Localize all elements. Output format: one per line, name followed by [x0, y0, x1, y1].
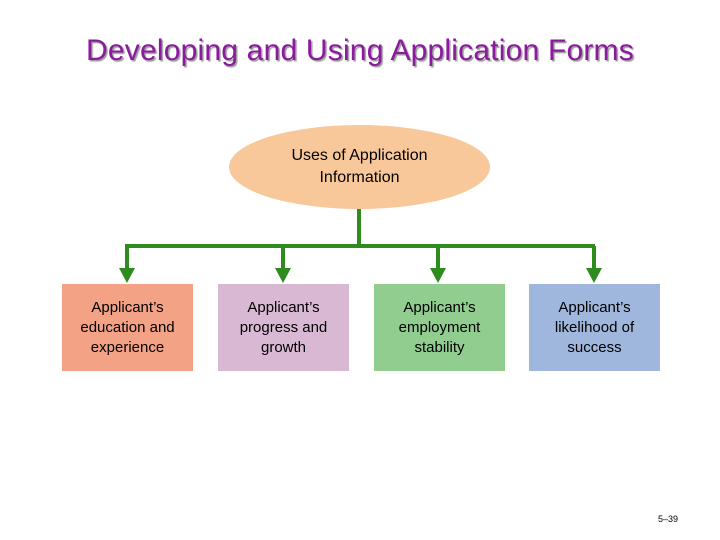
child-node-label: Applicant’s education and experience [80, 298, 175, 356]
arrow-head-3 [430, 268, 446, 283]
child-node-progress: Applicant’s progress and growth [218, 284, 349, 371]
root-node-label: Uses of Application Information [291, 147, 428, 186]
child-node-education: Applicant’s education and experience [62, 284, 193, 371]
arrow-head-1 [119, 268, 135, 283]
root-node: Uses of Application Information [229, 125, 490, 209]
child-node-stability: Applicant’s employment stability [374, 284, 505, 371]
child-node-label: Applicant’s progress and growth [239, 298, 328, 356]
arrow-head-2 [275, 268, 291, 283]
child-node-success: Applicant’s likelihood of success [529, 284, 660, 371]
child-node-label: Applicant’s employment stability [398, 298, 481, 356]
slide-number: 5–39 [657, 514, 678, 524]
arrow-head-4 [586, 268, 602, 283]
child-node-label: Applicant’s likelihood of success [554, 298, 635, 356]
slide-title: Developing and Using Application Forms [86, 34, 634, 67]
